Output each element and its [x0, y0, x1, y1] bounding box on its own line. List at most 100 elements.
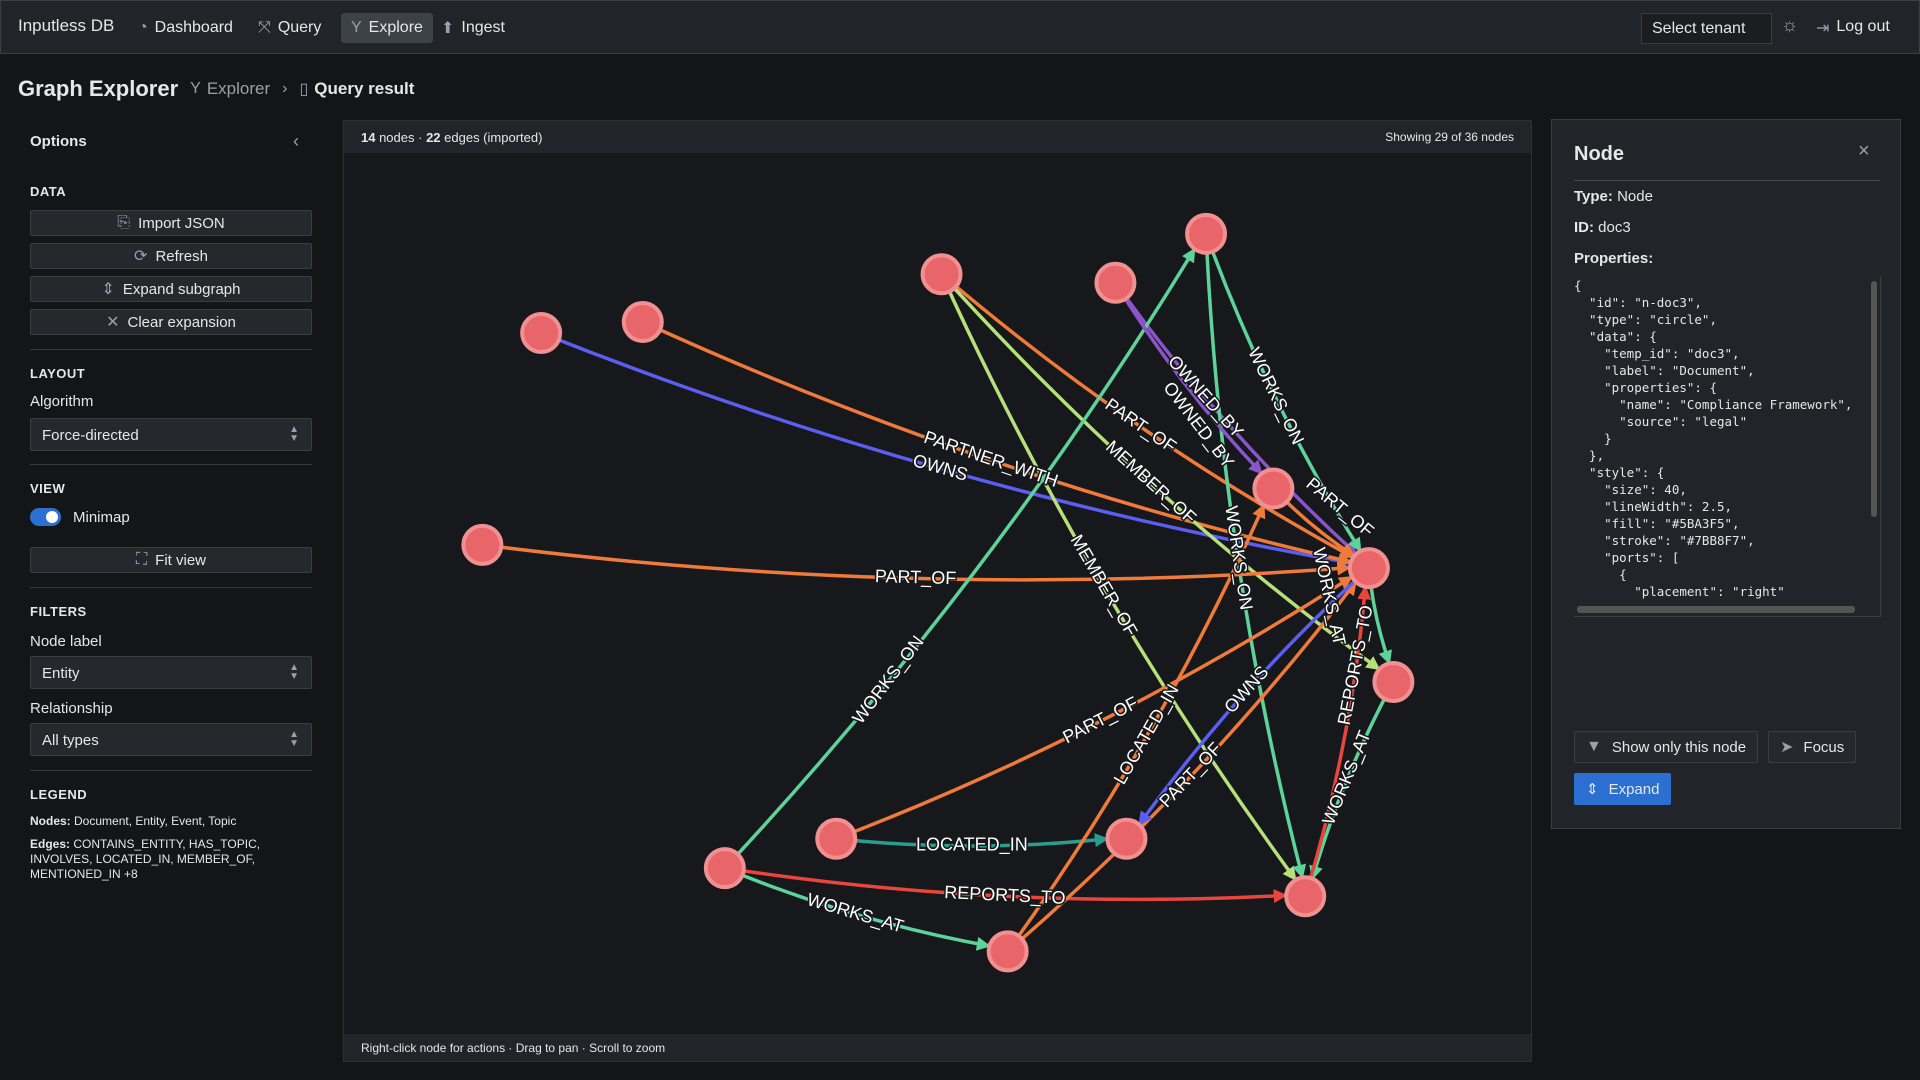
nav-label: Query	[277, 19, 322, 36]
legend-key: Nodes:	[30, 814, 71, 828]
edge-label: PART_OF	[875, 566, 957, 589]
properties-json[interactable]: { "id": "n-doc3", "type": "circle", "dat…	[1574, 277, 1881, 617]
nav-explore[interactable]: Y Explore	[341, 13, 433, 43]
graph-edge[interactable]	[1309, 681, 1395, 881]
node-label-label: Node label	[30, 633, 102, 650]
graph-edge[interactable]	[940, 272, 1355, 559]
logout-button[interactable]: ⇥Log out	[1816, 18, 1890, 38]
graph-edge[interactable]	[1303, 585, 1372, 897]
refresh-button[interactable]: ⟳Refresh	[30, 243, 312, 269]
graph-edge[interactable]	[1114, 281, 1358, 556]
key: Type:	[1574, 188, 1613, 205]
nav-dashboard[interactable]: ◔Dashboard	[128, 13, 243, 43]
nav-query[interactable]: ⤧Query	[248, 13, 331, 43]
branch-icon: Y	[351, 19, 362, 36]
nav-ingest[interactable]: ⬆Ingest	[431, 13, 515, 43]
clear-expansion-button[interactable]: ✕Clear expansion	[30, 309, 312, 335]
view-heading: VIEW	[30, 481, 66, 496]
vertical-scrollbar[interactable]	[1871, 281, 1877, 517]
crumb-explorer[interactable]: Explorer	[206, 79, 271, 98]
graph-node[interactable]	[1185, 212, 1228, 255]
graph-node[interactable]	[1372, 660, 1415, 703]
graph-edge[interactable]	[1137, 566, 1371, 826]
nav-label: Explore	[368, 19, 423, 36]
graph-edge[interactable]	[1204, 233, 1307, 879]
focus-button[interactable]: ➤Focus	[1768, 731, 1857, 763]
select-caret-icon: ▲▼	[289, 662, 299, 682]
node-count: 14	[361, 130, 376, 145]
close-icon[interactable]: ×	[1858, 140, 1870, 162]
graph-node[interactable]	[1252, 467, 1295, 510]
select-value: Entity	[42, 665, 80, 682]
theme-sun-icon[interactable]: ☼	[1781, 15, 1799, 36]
properties-label: Properties:	[1574, 250, 1654, 267]
legend-value: Document, Entity, Event, Topic	[74, 814, 237, 828]
graph-node[interactable]	[920, 253, 963, 296]
button-label: Expand subgraph	[122, 280, 241, 298]
graph-svg[interactable]: OWNSPARTNER_WITHPART_OFMEMBER_OFMEMBER_O…	[344, 153, 1533, 1035]
graph-node[interactable]	[986, 930, 1029, 973]
graph-edge[interactable]	[1113, 281, 1264, 475]
edge-label: WORKS_ON	[1220, 505, 1256, 612]
graph-node[interactable]	[461, 523, 504, 566]
upload-icon: ⬆	[441, 20, 455, 37]
graph-edge[interactable]	[724, 866, 1288, 904]
edge-label: MEMBER_OF	[1066, 531, 1142, 640]
node-detail-panel: Node × Type: Node ID: doc3 Properties: {…	[1551, 119, 1901, 829]
expand-icon: ⇕	[101, 281, 115, 298]
filter-icon: ▼	[1586, 738, 1602, 755]
graph-node[interactable]	[703, 847, 746, 890]
graph-node[interactable]	[1105, 817, 1148, 860]
node-label-select[interactable]: Entity ▲▼	[30, 656, 312, 689]
graph-edge[interactable]	[724, 866, 991, 951]
graph-edge[interactable]	[939, 273, 1298, 881]
graph-node[interactable]	[621, 300, 664, 343]
toggle-knob	[46, 511, 58, 523]
graph-edge[interactable]	[1006, 503, 1266, 953]
graph-node[interactable]	[1094, 261, 1137, 304]
graph-edge[interactable]	[1006, 580, 1358, 953]
graph-edge[interactable]	[836, 833, 1109, 848]
stat-text: nodes ·	[375, 130, 427, 145]
legend-heading: LEGEND	[30, 787, 88, 802]
graph-edge[interactable]	[1204, 233, 1363, 553]
graph-edge[interactable]	[540, 331, 1353, 568]
stat-text: edges (imported)	[440, 130, 543, 145]
graph-canvas[interactable]: 14 nodes · 22 edges (imported) Showing 2…	[343, 120, 1532, 1062]
expand-subgraph-button[interactable]: ⇕ Expand subgraph	[30, 276, 312, 302]
canvas-footer: Right-click node for actions · Drag to p…	[344, 1034, 1531, 1061]
graph-node[interactable]	[815, 817, 858, 860]
graph-edge[interactable]	[482, 543, 1352, 582]
file-icon: ▯	[299, 81, 309, 98]
graph-node[interactable]	[1347, 547, 1390, 590]
breadcrumb: Graph Explorer Y Explorer › ▯ Query resu…	[18, 76, 414, 102]
show-only-node-button[interactable]: ▼Show only this node	[1574, 731, 1759, 763]
expand-button[interactable]: ⇕Expand	[1574, 773, 1672, 805]
showing-count: Showing 29 of 36 nodes	[1385, 130, 1514, 144]
brand: Inputless DB	[18, 16, 115, 35]
id-row: ID: doc3	[1574, 219, 1631, 236]
tenant-select[interactable]: Select tenant	[1641, 13, 1772, 44]
graph-stats: 14 nodes · 22 edges (imported)	[361, 130, 543, 145]
graph-edge[interactable]	[835, 575, 1354, 841]
filters-heading: FILTERS	[30, 604, 87, 619]
graph-node[interactable]	[1284, 875, 1327, 918]
canvas-header: 14 nodes · 22 edges (imported) Showing 2…	[344, 121, 1531, 153]
minimap-toggle[interactable]	[30, 508, 61, 526]
edge-label: WORKS_ON	[1243, 344, 1308, 448]
divider	[1574, 180, 1880, 181]
graph-node[interactable]	[520, 312, 563, 355]
logout-icon: ⇥	[1816, 20, 1830, 37]
layout-heading: LAYOUT	[30, 366, 86, 381]
import-json-button[interactable]: ⎘Import JSON	[30, 210, 312, 236]
graph-edge[interactable]	[642, 320, 1353, 567]
edge-label: PART_OF	[1302, 474, 1378, 542]
graph-edge[interactable]	[723, 247, 1197, 870]
fit-view-button[interactable]: ⛶Fit view	[30, 547, 312, 573]
algorithm-select[interactable]: Force-directed▲▼	[30, 418, 312, 451]
collapse-chevron-icon[interactable]: ‹	[293, 131, 299, 151]
horizontal-scrollbar[interactable]	[1577, 606, 1855, 613]
minimap-label: Minimap	[73, 509, 130, 526]
relationship-select[interactable]: All types▲▼	[30, 723, 312, 756]
